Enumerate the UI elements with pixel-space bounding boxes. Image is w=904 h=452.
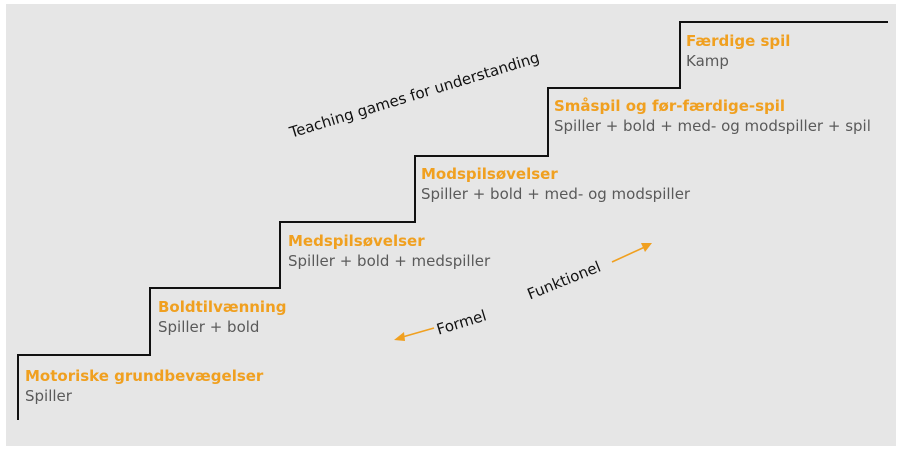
step-1-title: Motoriske grundbevægelser [25, 367, 264, 385]
funktionel-arrow-head [641, 243, 652, 252]
step-3-subtitle: Spiller + bold + medspiller [288, 252, 491, 270]
staircase-outline [17, 21, 888, 420]
step-5-title: Småspil og før-færdige-spil [554, 97, 786, 115]
step-2-subtitle: Spiller + bold [158, 318, 260, 336]
step-1-subtitle: Spiller [25, 387, 72, 405]
diagram-canvas [6, 4, 896, 446]
step-6: Færdige spil Kamp [686, 31, 790, 71]
step-5: Småspil og før-færdige-spil Spiller + bo… [554, 96, 871, 136]
step-6-title: Færdige spil [686, 32, 791, 50]
step-6-subtitle: Kamp [686, 52, 729, 70]
step-1: Motoriske grundbevægelser Spiller [25, 366, 263, 406]
step-4-title: Modspilsøvelser [421, 165, 558, 183]
step-4: Modspilsøvelser Spiller + bold + med- og… [421, 164, 690, 204]
step-3-title: Medspilsøvelser [288, 232, 425, 250]
funktionel-arrow-line [611, 245, 648, 263]
formel-arrow-head [394, 332, 405, 341]
step-3: Medspilsøvelser Spiller + bold + medspil… [288, 231, 490, 271]
step-5-subtitle: Spiller + bold + med- og modspiller + sp… [554, 117, 871, 135]
step-4-subtitle: Spiller + bold + med- og modspiller [421, 185, 691, 203]
formel-arrow-line [398, 327, 435, 339]
step-2: Boldtilvænning Spiller + bold [158, 297, 286, 337]
step-2-title: Boldtilvænning [158, 298, 287, 316]
